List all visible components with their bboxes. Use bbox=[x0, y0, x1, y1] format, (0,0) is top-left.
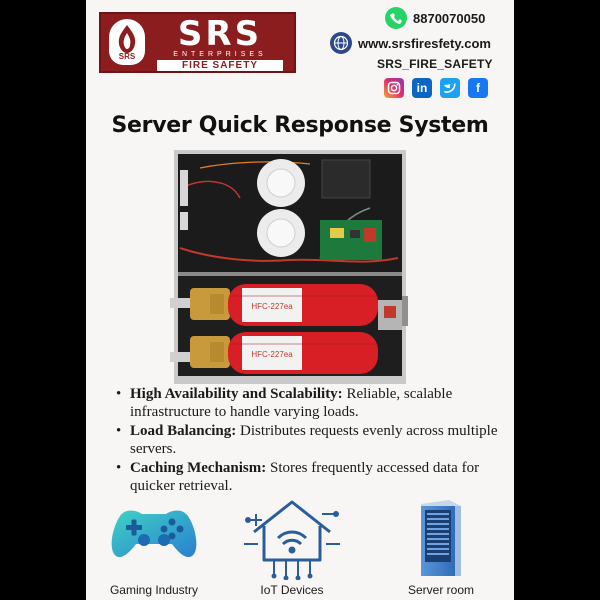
badge-text: SRS bbox=[118, 52, 136, 61]
whatsapp-icon bbox=[385, 7, 407, 29]
flame-badge-icon: SRS bbox=[109, 19, 145, 65]
product-photo: HFC-227ea HFC-227ea bbox=[170, 148, 410, 386]
bullet-text: Stores frequently accessed data for quic… bbox=[130, 460, 480, 494]
bullet-heading: Load Balancing: bbox=[130, 423, 237, 439]
facebook-icon[interactable]: f bbox=[468, 78, 488, 98]
list-item: Load Balancing: Distributes requests eve… bbox=[116, 422, 511, 458]
logo-main-text: SRS bbox=[177, 14, 263, 54]
poster: SRS SRS ENTERPRISES FIRE SAFETY 88700700… bbox=[86, 0, 514, 600]
list-item: Caching Mechanism: Stores frequently acc… bbox=[116, 459, 511, 495]
feature-label-gaming: Gaming Industry bbox=[109, 583, 199, 597]
bullet-heading: High Availability and Scalability: bbox=[130, 386, 343, 402]
phone-number: 8870070050 bbox=[413, 10, 486, 26]
website-row[interactable]: www.srsfiresfety.com bbox=[330, 32, 491, 54]
smart-home-icon bbox=[227, 498, 357, 580]
server-rack-icon bbox=[376, 498, 506, 578]
list-item: High Availability and Scalability: Relia… bbox=[116, 385, 511, 421]
srs-logo: SRS SRS ENTERPRISES FIRE SAFETY bbox=[99, 12, 296, 73]
logo-tagline: FIRE SAFETY bbox=[157, 60, 283, 71]
website-link: www.srsfiresfety.com bbox=[358, 35, 491, 51]
twitter-icon[interactable] bbox=[440, 78, 460, 98]
linkedin-icon[interactable]: in bbox=[412, 78, 432, 98]
cylinder-label-top: HFC-227ea bbox=[251, 302, 293, 311]
globe-icon bbox=[330, 32, 352, 54]
instagram-icon[interactable] bbox=[384, 78, 404, 98]
social-links: in f bbox=[384, 78, 488, 98]
bullet-text: Distributes requests evenly across multi… bbox=[130, 423, 498, 457]
feature-list: High Availability and Scalability: Relia… bbox=[116, 385, 511, 496]
social-handle: SRS_FIRE_SAFETY bbox=[377, 57, 493, 71]
logo-sub-text: ENTERPRISES bbox=[173, 51, 267, 58]
phone-row[interactable]: 8870070050 bbox=[385, 7, 485, 29]
page-title: Server Quick Response System bbox=[111, 113, 489, 138]
feature-label-iot: IoT Devices bbox=[260, 583, 324, 597]
bullet-text: Reliable, scalable infrastructure to han… bbox=[130, 386, 453, 420]
cylinder-label-bottom: HFC-227ea bbox=[251, 350, 293, 359]
feature-label-server: Server room bbox=[407, 583, 475, 597]
bullet-heading: Caching Mechanism: bbox=[130, 460, 267, 476]
gamepad-icon bbox=[89, 498, 219, 564]
